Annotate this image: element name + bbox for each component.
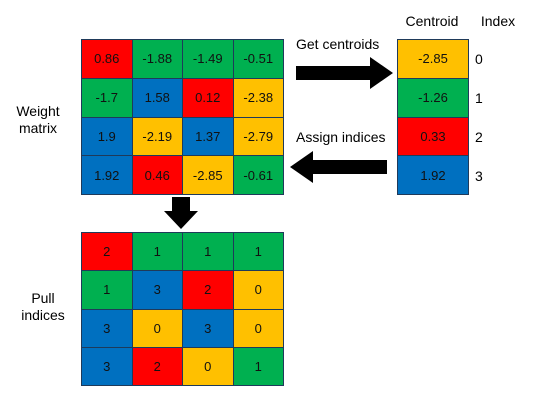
weight-cell: -2.79 [233,117,283,156]
centroid-index-label: 1 [475,89,483,106]
index-cell: 1 [183,233,233,271]
index-cell: 3 [82,347,132,385]
get-centroids-label: Get centroids [296,36,380,52]
centroid-index-label: 0 [475,50,483,67]
weight-matrix-label: Weight matrix [8,103,68,137]
weight-cell: 0.86 [82,40,132,78]
weight-cell: -2.38 [233,78,283,117]
weight-cell: -0.51 [233,40,283,78]
index-cell: 2 [132,347,182,385]
centroid-index-label: 3 [475,167,483,184]
centroid-cell: -2.85 [398,40,468,78]
weight-cell: 0.12 [183,78,233,117]
weight-matrix-label-line1: Weight [16,103,60,119]
index-cell: 0 [183,347,233,385]
weight-cell: 1.9 [82,117,132,156]
centroid-header: Centroid [405,13,459,29]
index-cell: 2 [183,271,233,309]
centroid-cell: -1.26 [398,78,468,117]
assign-indices-arrow [290,151,387,183]
index-cell: 1 [233,347,283,385]
assign-indices-label: Assign indices [296,129,386,145]
pull-down-arrow [164,197,198,229]
index-header: Index [480,13,516,29]
weight-cell: -0.61 [233,156,283,194]
pull-indices-label-line2: indices [21,307,65,323]
index-column: 0 1 2 3 [475,39,495,195]
weight-cell: -1.88 [132,40,182,78]
index-cell: 1 [82,271,132,309]
index-cell: 1 [233,233,283,271]
weight-cell: 1.37 [183,117,233,156]
weight-cell: -1.7 [82,78,132,117]
index-cell: 3 [183,309,233,347]
weight-cell: 1.92 [82,156,132,194]
index-cell: 3 [82,309,132,347]
index-cell: 0 [233,309,283,347]
weight-cell: 0.46 [132,156,182,194]
index-cell: 1 [132,233,182,271]
centroid-cell: 0.33 [398,117,468,156]
index-cell: 3 [132,271,182,309]
centroid-cell: 1.92 [398,156,468,194]
get-centroids-arrow [296,57,393,89]
index-cell: 0 [233,271,283,309]
index-cell: 0 [132,309,182,347]
index-cell: 2 [82,233,132,271]
centroid-index-label: 2 [475,128,483,145]
weight-cell: -2.19 [132,117,182,156]
weight-cell: -1.49 [183,40,233,78]
pull-indices-label: Pull indices [18,290,68,324]
weight-matrix-label-line2: matrix [18,120,58,136]
weight-cell: 1.58 [132,78,182,117]
pull-indices-label-line1: Pull [31,290,55,306]
weight-cell: -2.85 [183,156,233,194]
